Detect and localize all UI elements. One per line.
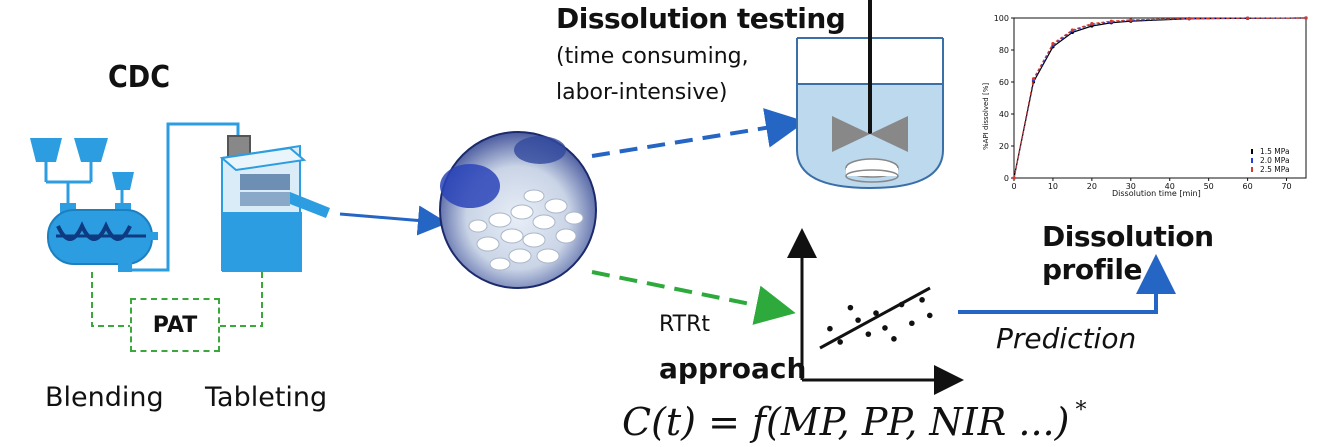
scatter-point bbox=[919, 297, 925, 303]
scatter-point bbox=[909, 320, 915, 327]
tablets-image bbox=[439, 131, 597, 289]
scatter-point bbox=[837, 339, 843, 345]
chart-data-point bbox=[1031, 77, 1036, 81]
chart-data-point bbox=[1246, 16, 1250, 20]
pat-label: PAT bbox=[152, 312, 198, 338]
tableting-label: Tableting bbox=[205, 382, 328, 413]
arrow-to-tablets bbox=[339, 205, 448, 236]
chart-data-point bbox=[1109, 19, 1113, 23]
chart-data-point bbox=[1051, 42, 1055, 46]
chart-xtick-label: 20 bbox=[1087, 182, 1097, 191]
equation-footnote-mark: * bbox=[1075, 398, 1087, 423]
scatter-point bbox=[827, 325, 833, 332]
chart-xtick-label: 50 bbox=[1204, 182, 1214, 191]
transfer-pipe bbox=[125, 122, 240, 272]
blender-icon bbox=[30, 138, 158, 272]
rtrt-label: RTRt bbox=[659, 312, 711, 337]
scatter-point bbox=[926, 312, 933, 319]
chart-ylabel: %API dissolved [%] bbox=[982, 83, 990, 150]
scatter-point bbox=[855, 317, 861, 323]
dissolution-profile-title: Dissolution profile bbox=[1042, 220, 1214, 286]
scatter-point bbox=[847, 304, 854, 311]
chart-data-point bbox=[1304, 16, 1308, 20]
scatter-point bbox=[882, 325, 888, 331]
dissolution-note-line2: labor-intensive) bbox=[556, 80, 728, 105]
chart-ytick-label: 60 bbox=[999, 78, 1009, 87]
prediction-equation: C(t) = f(MP, PP, NIR ...)* bbox=[622, 398, 1086, 444]
arrow-prediction-to-profile bbox=[958, 254, 1176, 314]
legend-entry: 2.5 MPa bbox=[1260, 165, 1290, 174]
scatter-point bbox=[898, 301, 905, 308]
pat-link-blending bbox=[91, 272, 130, 327]
arrow-to-rtrt bbox=[591, 270, 796, 325]
chart-ytick-label: 0 bbox=[1004, 174, 1009, 183]
chart-data-point bbox=[1187, 16, 1191, 21]
scatter-point bbox=[873, 310, 879, 316]
equation-text: C(t) = f(MP, PP, NIR ...) bbox=[622, 400, 1070, 444]
chart-ytick-label: 40 bbox=[999, 110, 1009, 119]
chart-ytick-label: 100 bbox=[994, 14, 1009, 23]
scatter-point bbox=[865, 331, 872, 337]
dissolution-note-line1: (time consuming, bbox=[556, 44, 749, 69]
tablet-press-icon bbox=[219, 135, 330, 272]
chart-xlabel: Dissolution time [min] bbox=[1112, 189, 1201, 198]
chart-xtick-label: 30 bbox=[1126, 182, 1136, 191]
chart-ytick-label: 20 bbox=[999, 142, 1009, 151]
regression-plot-icon bbox=[787, 228, 964, 395]
arrow-to-dissolution-testing bbox=[591, 108, 806, 158]
chart-data-point bbox=[1090, 22, 1094, 26]
chart-data-point bbox=[1070, 28, 1074, 32]
dissolution-vessel-icon bbox=[796, 0, 944, 190]
dissolution-testing-title: Dissolution testing bbox=[556, 2, 846, 35]
legend-entry: 2.0 MPa bbox=[1260, 156, 1290, 165]
pat-box: PAT bbox=[130, 298, 220, 352]
approach-label: approach bbox=[659, 352, 807, 385]
chart-data-point bbox=[1129, 18, 1133, 22]
chart-xtick-label: 10 bbox=[1048, 182, 1058, 191]
cdc-title: CDC bbox=[108, 60, 171, 95]
chart-series-line bbox=[1013, 17, 1307, 179]
pat-link-tableting bbox=[220, 272, 263, 327]
chart-xtick-label: 70 bbox=[1281, 182, 1291, 191]
chart-xtick-label: 0 bbox=[1011, 182, 1016, 191]
legend-entry: 1.5 MPa bbox=[1260, 147, 1290, 156]
chart-xtick-label: 40 bbox=[1165, 182, 1175, 191]
chart-data-point bbox=[1012, 176, 1016, 180]
scatter-point bbox=[891, 336, 897, 342]
prediction-label: Prediction bbox=[996, 322, 1137, 355]
chart-xtick-label: 60 bbox=[1243, 182, 1253, 191]
blending-label: Blending bbox=[45, 382, 164, 413]
chart-ytick-label: 80 bbox=[999, 46, 1009, 55]
